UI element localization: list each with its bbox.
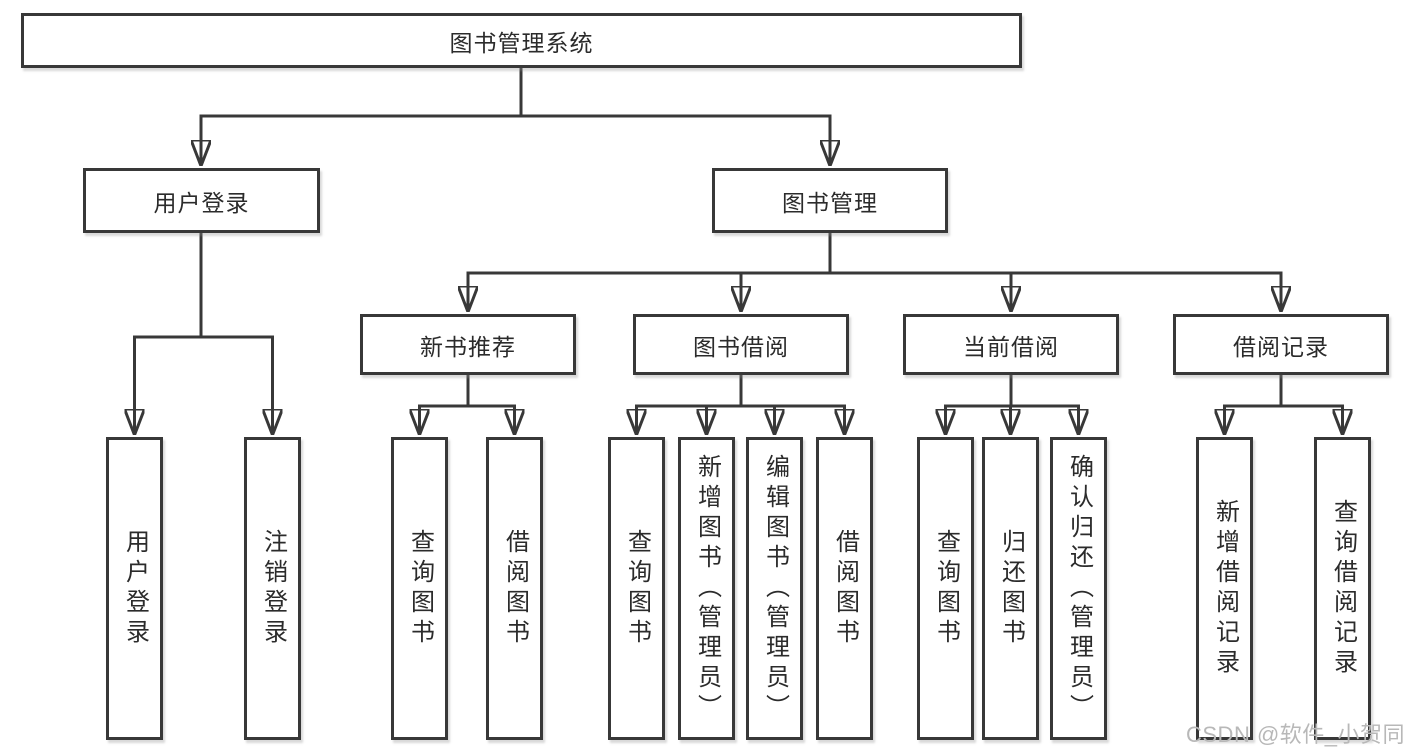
csdn-watermark: CSDN @软件_小贺同学 xyxy=(1186,722,1405,747)
leaf-query-books-current: 查询图书 xyxy=(917,437,974,740)
leaf-return-books: 归还图书 xyxy=(982,437,1039,740)
leaf-query-borrow-record: 查询借阅记录 xyxy=(1314,437,1371,740)
node-user-login: 用户登录 xyxy=(83,168,320,233)
node-book-borrow: 图书借阅 xyxy=(633,314,849,375)
leaf-logout: 注销登录 xyxy=(244,437,301,740)
node-current-borrow: 当前借阅 xyxy=(903,314,1119,375)
leaf-add-borrow-record: 新增借阅记录 xyxy=(1196,437,1253,740)
leaf-borrow-books-recommend: 借阅图书 xyxy=(486,437,543,740)
node-new-book-recommend: 新书推荐 xyxy=(360,314,576,375)
leaf-borrow-books: 借阅图书 xyxy=(816,437,873,740)
node-borrow-records: 借阅记录 xyxy=(1173,314,1389,375)
node-book-management: 图书管理 xyxy=(712,168,948,233)
leaf-add-books-admin: 新增图书（管理员） xyxy=(678,437,735,740)
leaf-user-login: 用户登录 xyxy=(106,437,163,740)
leaf-query-books-recommend: 查询图书 xyxy=(391,437,448,740)
leaf-query-books-borrow: 查询图书 xyxy=(608,437,665,740)
leaf-edit-books-admin: 编辑图书（管理员） xyxy=(746,437,803,740)
leaf-confirm-return-admin: 确认归还（管理员） xyxy=(1050,437,1107,740)
node-root-system: 图书管理系统 xyxy=(21,13,1022,68)
